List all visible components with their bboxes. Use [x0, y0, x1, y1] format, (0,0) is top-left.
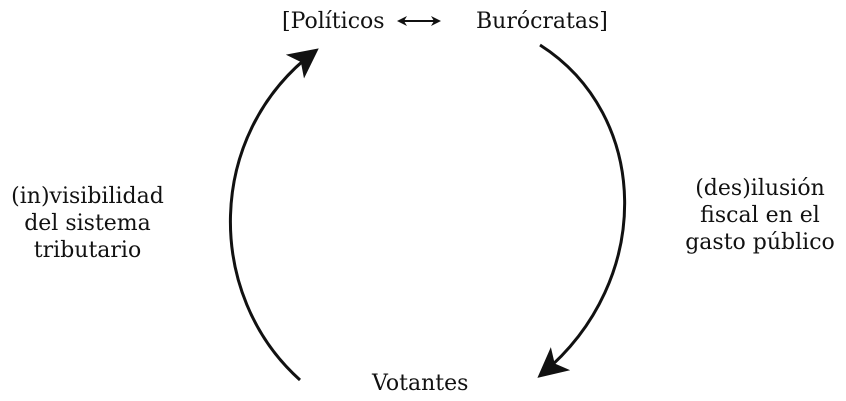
node-politicos: [Políticos [282, 9, 385, 34]
node-votantes: Votantes [372, 371, 469, 396]
label-invisibilidad-tributario: (in)visibilidad del sistema tributario [11, 184, 164, 263]
right-cycle-arrow [537, 43, 627, 378]
label-desilusion-fiscal: (des)ilusión fiscal en el gasto público [685, 176, 835, 255]
node-burocratas: Burócratas] [476, 9, 608, 34]
double-arrow-icon [397, 16, 441, 26]
left-cycle-arrow [228, 48, 319, 382]
